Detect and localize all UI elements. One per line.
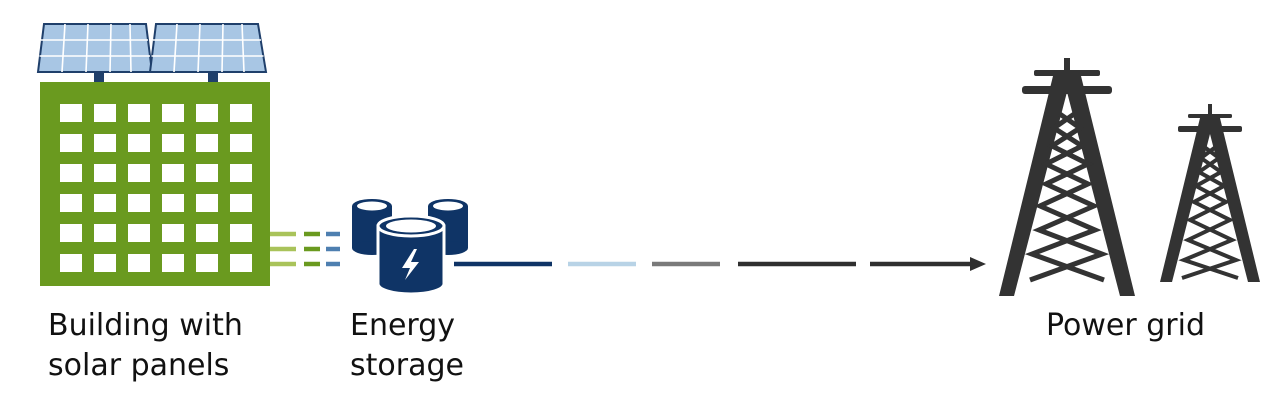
building-window	[128, 224, 150, 242]
building-window	[196, 254, 218, 272]
building-window	[128, 194, 150, 212]
storage-label-line-1: Energy	[350, 308, 456, 343]
building-window	[60, 134, 82, 152]
building-window	[230, 164, 252, 182]
storage-label: Energy storage	[350, 306, 464, 386]
building-to-storage-connector	[270, 231, 340, 267]
building-window	[230, 254, 252, 272]
building-window	[94, 164, 116, 182]
building-window	[196, 224, 218, 242]
building-window	[196, 134, 218, 152]
building-label: Building with solar panels	[48, 306, 243, 386]
building-window	[94, 134, 116, 152]
building-label-line-2: solar panels	[48, 348, 230, 383]
transmission-towers-icon	[999, 58, 1260, 296]
building-window	[128, 164, 150, 182]
building-window	[162, 104, 184, 122]
small-tower-icon	[1160, 104, 1260, 282]
building-window	[60, 224, 82, 242]
building-window	[128, 134, 150, 152]
power-grid-label-text: Power grid	[1046, 308, 1205, 343]
building-window	[94, 194, 116, 212]
power-grid-label: Power grid	[1046, 306, 1205, 346]
building-window	[230, 224, 252, 242]
building-window	[128, 104, 150, 122]
arrowhead-icon	[970, 257, 986, 271]
building-window	[196, 104, 218, 122]
building-label-line-1: Building with	[48, 308, 243, 343]
building-icon	[40, 82, 270, 286]
building-window	[162, 134, 184, 152]
building-window	[162, 164, 184, 182]
building-window	[196, 164, 218, 182]
building-window	[128, 254, 150, 272]
building-window	[230, 194, 252, 212]
building-window	[162, 194, 184, 212]
building-window	[60, 104, 82, 122]
solar-panels-icon	[36, 23, 268, 84]
building-window	[60, 164, 82, 182]
building-window	[60, 194, 82, 212]
building-window	[60, 254, 82, 272]
building-window	[94, 224, 116, 242]
battery-cells-icon	[352, 199, 468, 296]
storage-label-line-2: storage	[350, 348, 464, 383]
building-window	[94, 254, 116, 272]
building-window	[162, 224, 184, 242]
large-tower-icon	[999, 58, 1135, 296]
building-window	[230, 104, 252, 122]
building-window	[162, 254, 184, 272]
building-window	[94, 104, 116, 122]
building-window	[196, 194, 218, 212]
storage-to-grid-connector	[454, 257, 986, 271]
building-window	[230, 134, 252, 152]
